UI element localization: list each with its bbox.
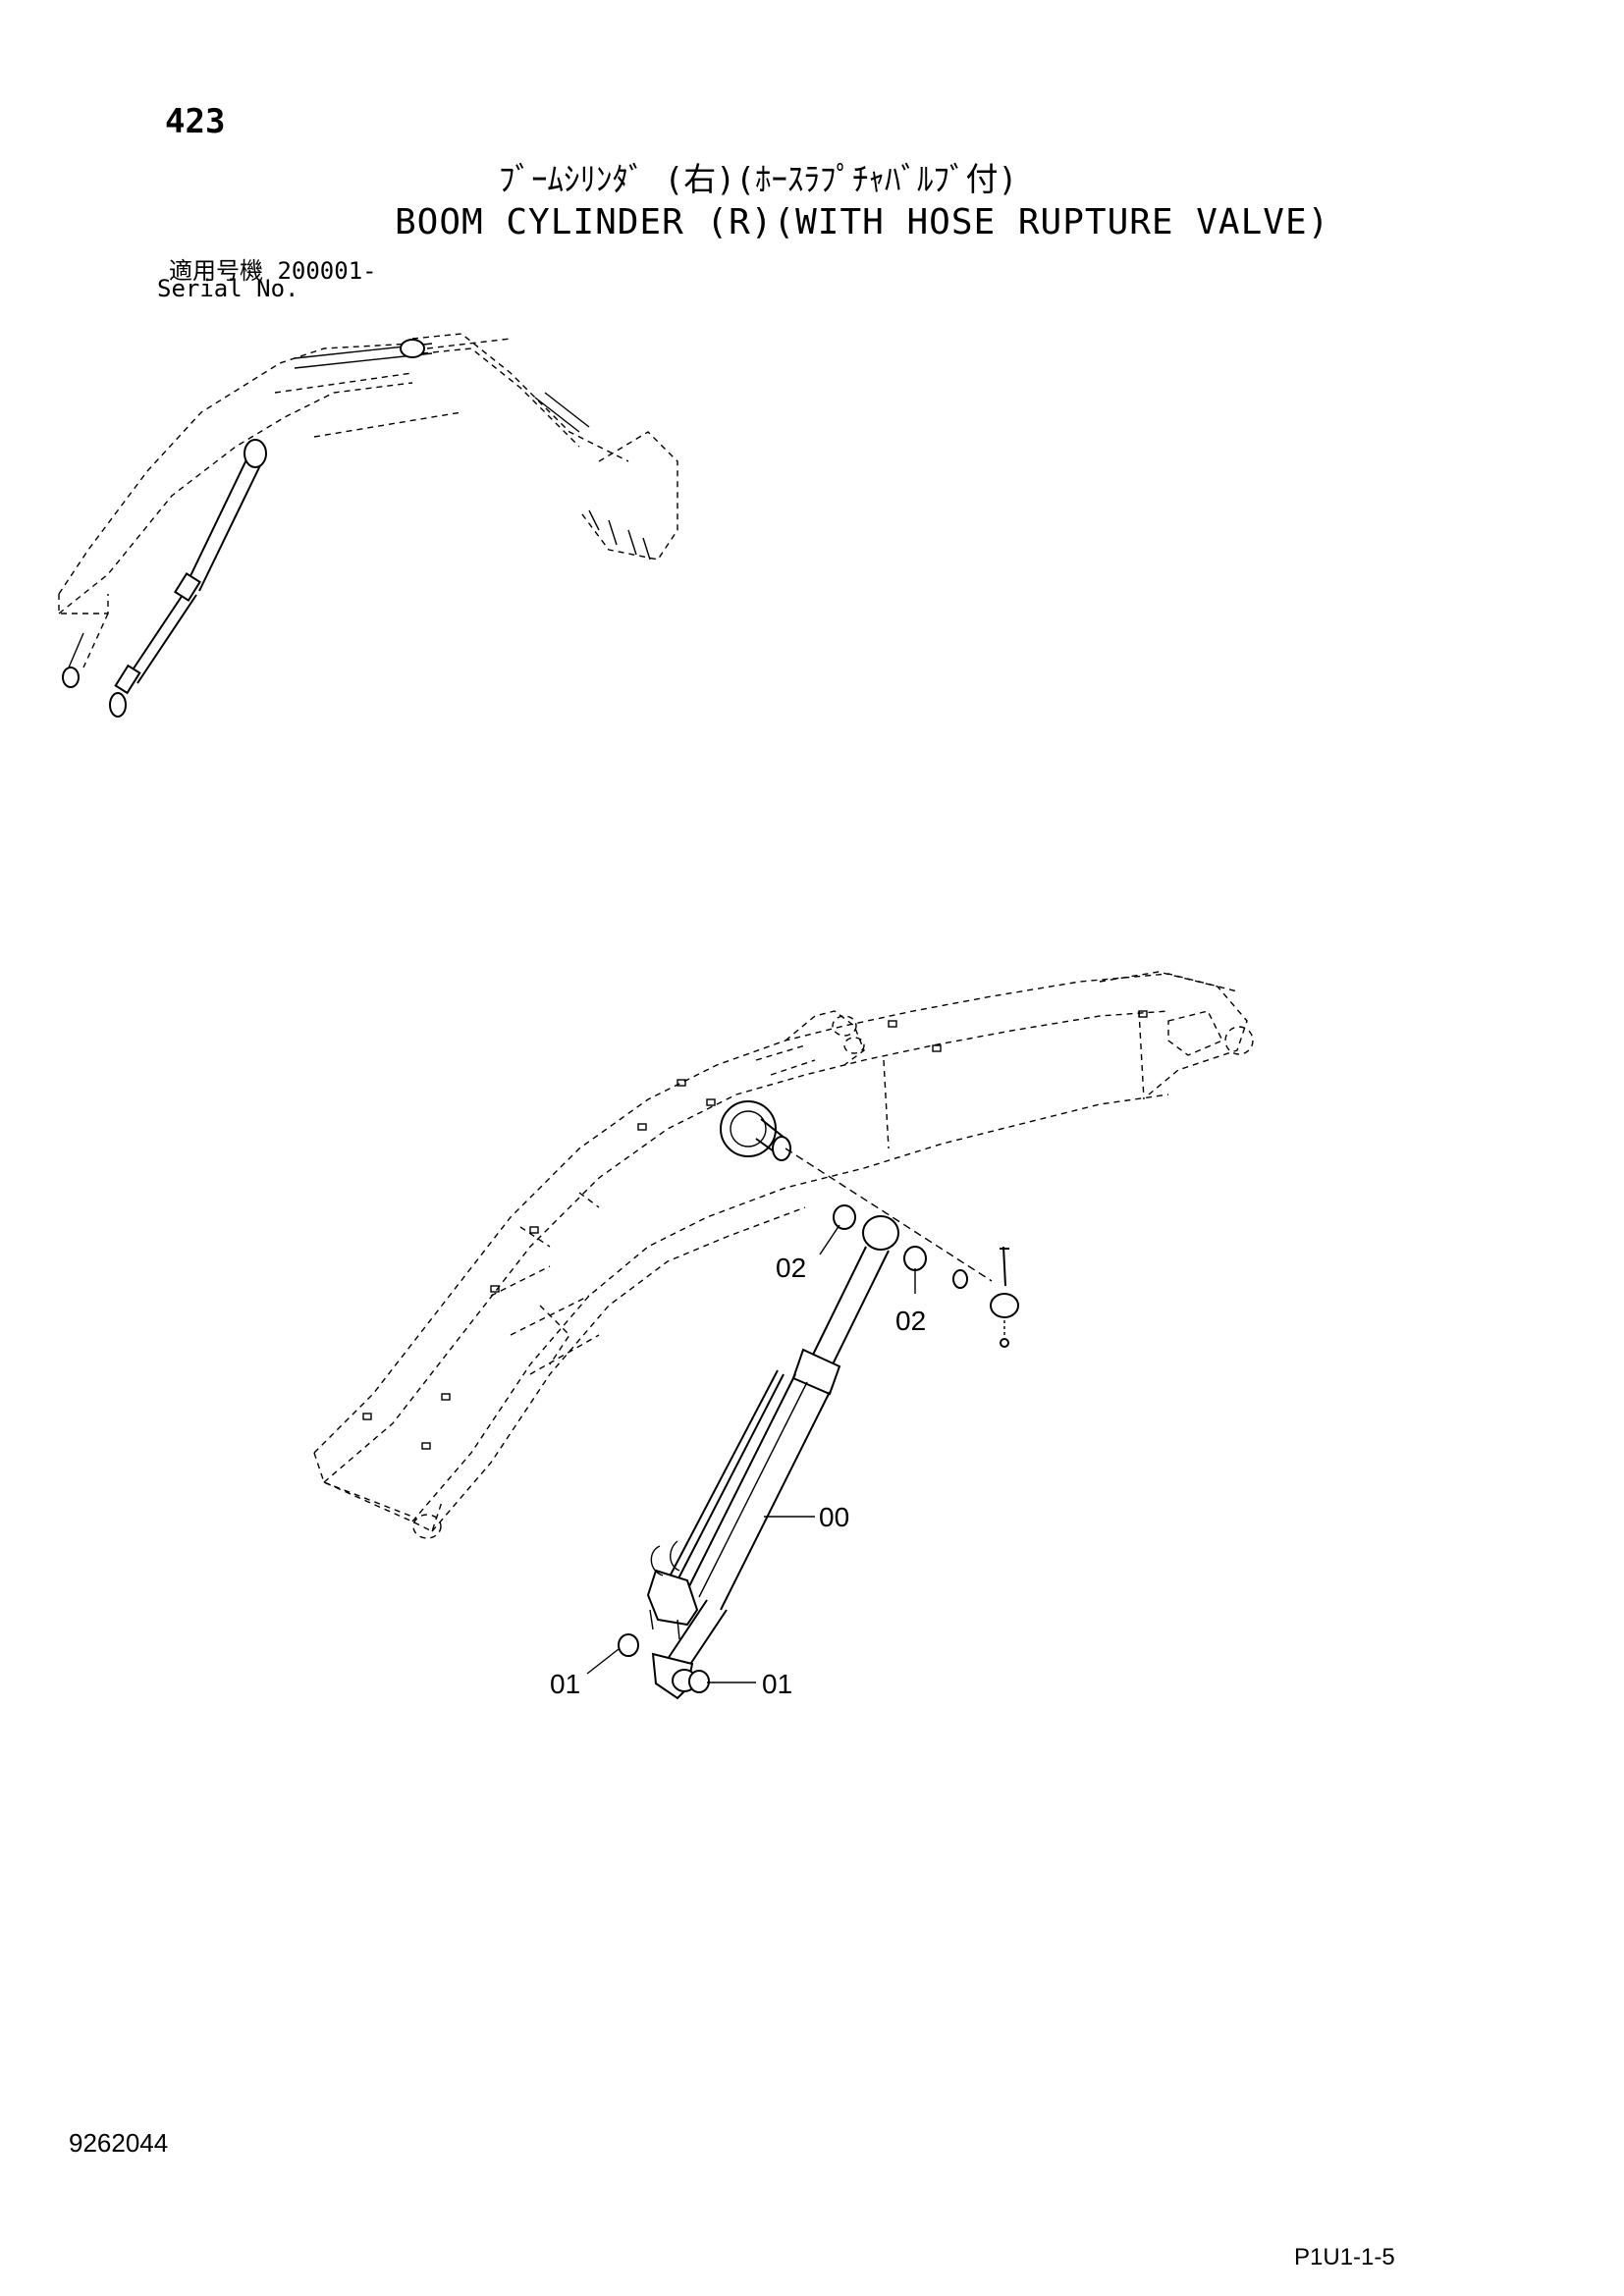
serial-label-english: Serial No. <box>157 275 299 302</box>
document-number: 9262044 <box>69 2128 169 2158</box>
page-number: 423 <box>165 102 226 141</box>
title-japanese: ﾌﾞｰﾑｼﾘﾝﾀﾞ (右)(ﾎｰｽﾗﾌﾟﾁｬﾊﾞﾙﾌﾞ付) <box>499 160 1018 198</box>
serial-label-japanese: 適用号機 200001- <box>169 257 377 285</box>
leader-lines <box>586 1224 916 1683</box>
callout-label: 01 <box>550 1669 581 1699</box>
callout-label: 01 <box>762 1669 793 1699</box>
overview-thumbnail <box>58 333 678 718</box>
title-english: BOOM CYLINDER (R)(WITH HOSE RUPTURE VALV… <box>395 202 1330 242</box>
boom-cylinder <box>618 1246 890 1700</box>
cylinder-pin-assembly <box>720 1100 1019 1348</box>
callout-label: 00 <box>819 1502 850 1532</box>
boom-structure <box>313 971 1254 1539</box>
page-code: P1U1-1-5 <box>1294 2244 1395 2270</box>
callout-label: 02 <box>895 1306 927 1336</box>
callout-label: 02 <box>776 1253 807 1283</box>
